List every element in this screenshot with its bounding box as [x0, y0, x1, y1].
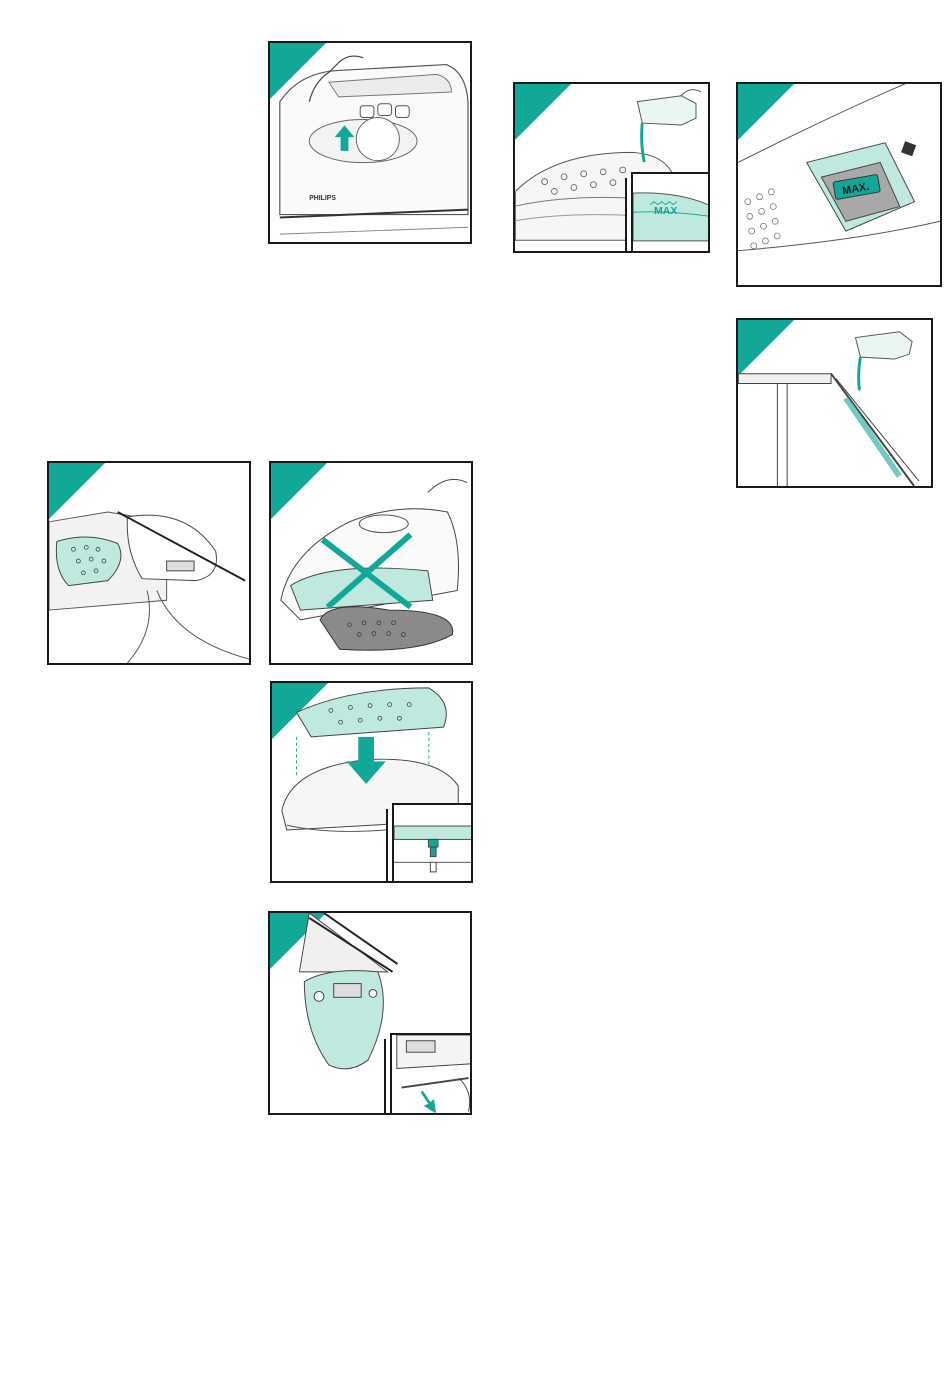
max-level-inset: MAX [631, 172, 710, 253]
illustration-attach-soleplate [270, 681, 473, 883]
illustration-release-soleplate [268, 911, 472, 1115]
max-level-drawing: MAX [633, 174, 710, 253]
max-cap-drawing: MAX. [738, 84, 940, 285]
illustration-steam-dial: PHILIPS [268, 41, 472, 244]
board-rest-drawing [49, 463, 249, 663]
arrow-down-icon [421, 1090, 436, 1113]
soleplate-detail-drawing [394, 805, 473, 883]
no-soleplate-drawing [271, 463, 471, 663]
release-detail-inset [390, 1033, 472, 1115]
illustration-board-rest [47, 461, 251, 665]
soleplate-detail-inset [392, 803, 473, 883]
board-fill-drawing [738, 320, 931, 486]
max-window-text: MAX [654, 205, 677, 217]
release-detail-drawing [392, 1035, 472, 1115]
illustration-fill-water: MAX [513, 82, 710, 253]
illustration-no-soleplate [269, 461, 473, 665]
illustration-max-cap: MAX. [736, 82, 942, 287]
brand-text: PHILIPS [309, 195, 336, 202]
illustration-fill-board [736, 318, 933, 488]
iron-top-drawing: PHILIPS [270, 43, 470, 242]
